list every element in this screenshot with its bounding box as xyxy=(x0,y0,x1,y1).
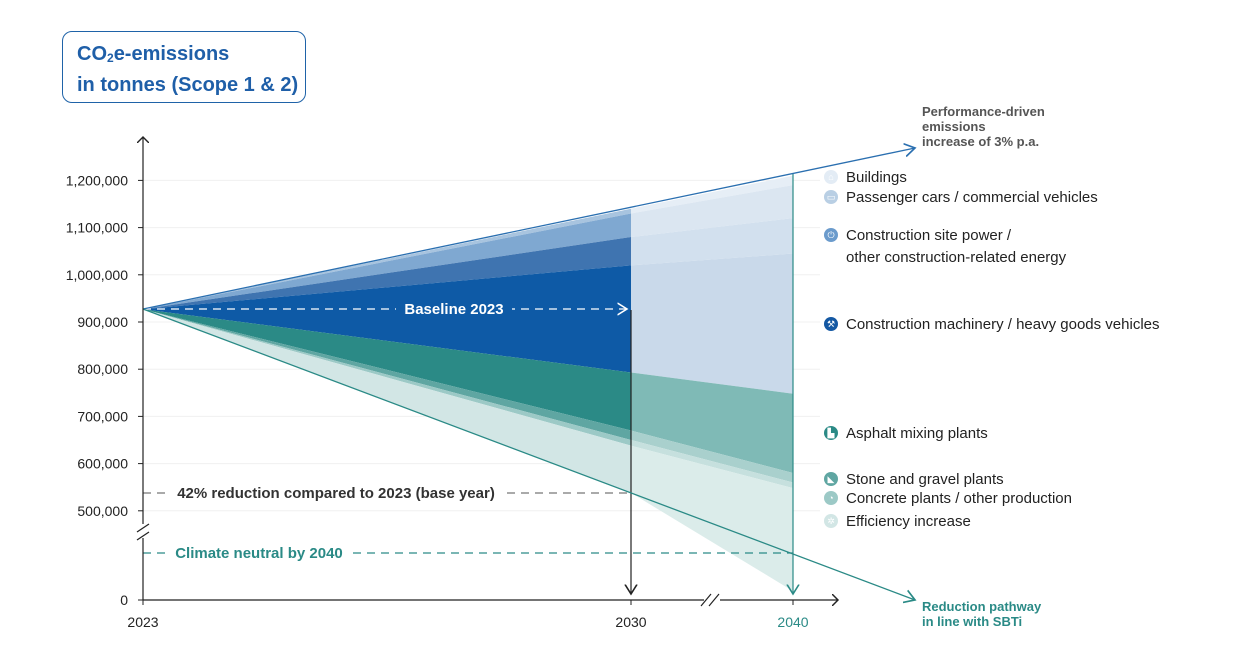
y-tick-label: 700,000 xyxy=(77,408,128,424)
band-5 xyxy=(143,309,631,440)
chart-title: CO2e-emissions in tonnes (Scope 1 & 2) xyxy=(62,31,306,103)
baseline-label: Baseline 2023 xyxy=(404,301,503,318)
climate-neutral-label: Climate neutral by 2040 xyxy=(175,545,343,562)
climate-neutral-label-bg xyxy=(166,543,352,563)
factory-icon: ▙ xyxy=(824,426,838,440)
projection-band-4 xyxy=(631,372,793,474)
legend-label: Concrete plants / other production xyxy=(846,489,1072,507)
projection-band-6 xyxy=(631,440,793,489)
mixer-icon: ◔ xyxy=(824,491,838,505)
legend-label: other construction-related energy xyxy=(846,248,1067,266)
legend-item-efficiency: ✲ Efficiency increase xyxy=(824,511,971,531)
legend-item-construction-machinery: ⚒ Construction machinery / heavy goods v… xyxy=(824,314,1160,334)
x-tick-label: 2040 xyxy=(777,614,808,630)
y-tick-label: 1,200,000 xyxy=(66,172,128,188)
y-tick-label: 600,000 xyxy=(77,456,128,472)
sbti-annotation-line1: Reduction pathway xyxy=(922,599,1042,614)
x-tick-label: 2023 xyxy=(127,614,158,630)
reduction42-label: 42% reduction compared to 2023 (base yea… xyxy=(177,485,495,502)
legend-label: Stone and gravel plants xyxy=(846,470,1004,488)
projection-band-1 xyxy=(631,185,793,238)
gear-icon: ✲ xyxy=(824,514,838,528)
crusher-icon: ◣ xyxy=(824,472,838,486)
growth-annotation-line2: emissions xyxy=(922,119,986,134)
projection-bands-2040 xyxy=(631,175,793,592)
projection-band-7 xyxy=(631,445,793,592)
legend-item-buildings: ⌂ Buildings xyxy=(824,167,907,187)
legend-item-concrete: ◔ Concrete plants / other production xyxy=(824,488,1072,508)
projection-band-0 xyxy=(631,175,793,214)
sbti-annotation-line2: in line with SBTi xyxy=(922,614,1022,629)
reduction42-label-bg xyxy=(166,483,506,503)
legend-label: Passenger cars / commercial vehicles xyxy=(846,188,1098,206)
y-tick-label: 0 xyxy=(120,592,128,608)
chart-title-line1: CO2e-emissions xyxy=(77,43,230,65)
projection-band-3 xyxy=(631,253,793,394)
excavator-icon: ⚒ xyxy=(824,317,838,331)
band-4 xyxy=(143,309,631,431)
growth-annotation-line1: Performance-driven xyxy=(922,104,1045,119)
x-tick-labels: 2023 2030 2040 xyxy=(127,600,809,630)
legend-label: Efficiency increase xyxy=(846,512,971,530)
band-3 xyxy=(143,265,631,373)
y-tick-label: 500,000 xyxy=(77,503,128,519)
baseline-label-bg xyxy=(396,298,512,320)
legend-label: Construction machinery / heavy goods veh… xyxy=(846,315,1160,333)
y-tick-label: 900,000 xyxy=(77,314,128,330)
x-tick-label: 2030 xyxy=(615,614,646,630)
projection-band-2 xyxy=(631,218,793,266)
legend-label: Asphalt mixing plants xyxy=(846,424,988,442)
growth-annotation: Performance-driven emissions increase of… xyxy=(922,104,1045,149)
legend-item-site-power: ⏻ Construction site power / xyxy=(824,225,1011,245)
y-tick-label: 800,000 xyxy=(77,361,128,377)
legend-label: Construction site power / xyxy=(846,226,1012,244)
x-axis-break xyxy=(700,592,720,608)
plug-icon: ⏻ xyxy=(824,228,838,242)
y-tick-label: 1,000,000 xyxy=(66,267,128,283)
legend-item-asphalt: ▙ Asphalt mixing plants xyxy=(824,423,988,443)
band-1 xyxy=(143,213,631,310)
legend-item-site-power-line2: other construction-related energy xyxy=(846,247,1066,267)
y-tick-label: 1,100,000 xyxy=(66,220,128,236)
y-axis-break xyxy=(135,523,151,541)
band-6 xyxy=(143,309,631,446)
sbti-annotation: Reduction pathway in line with SBTi xyxy=(922,599,1042,629)
sbti-arrow xyxy=(142,308,915,600)
projection-band-5 xyxy=(631,430,793,483)
y-tick-labels: 0 500,000 600,000 700,000 800,000 900,000 1,00… xyxy=(66,172,143,608)
legend-item-passenger-cars: ▭ Passenger cars / commercial vehicles xyxy=(824,187,1098,207)
legend-item-stone-gravel: ◣ Stone and gravel plants xyxy=(824,469,1004,489)
growth-arrow xyxy=(142,148,915,310)
legend-label: Buildings xyxy=(846,168,907,186)
car-icon: ▭ xyxy=(824,190,838,204)
growth-annotation-line3: increase of 3% p.a. xyxy=(922,134,1039,149)
house-icon: ⌂ xyxy=(824,170,838,184)
band-2 xyxy=(143,237,631,310)
chart-title-line2: in tonnes (Scope 1 & 2) xyxy=(77,74,299,96)
area-bands xyxy=(143,208,631,493)
